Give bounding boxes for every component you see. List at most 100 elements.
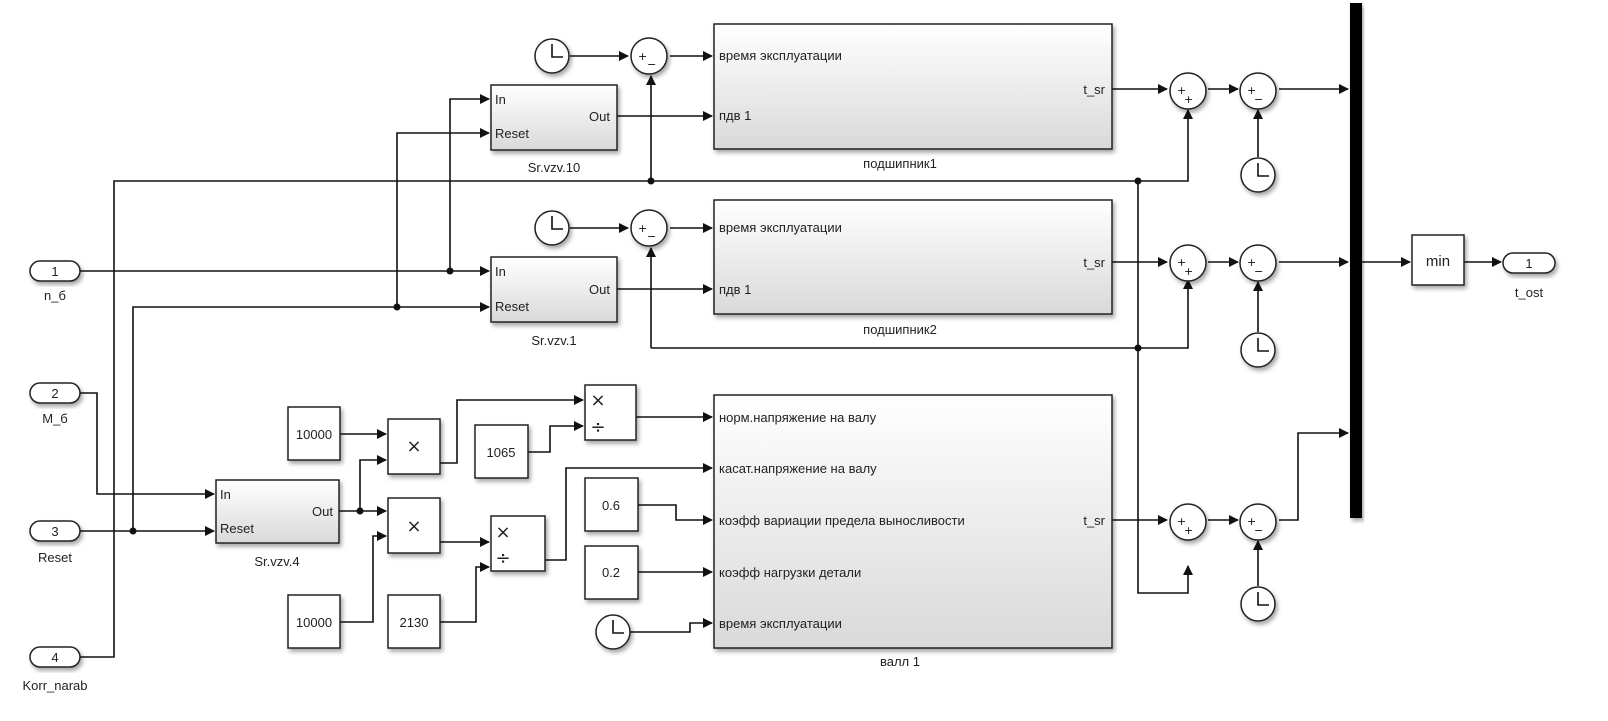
sum-sign: + [1247,515,1256,528]
subsystem-name: валл 1 [880,654,920,669]
subsystem-name: подшипник1 [863,156,937,171]
multiply-icon: × [495,522,510,543]
inport-2-name: M_б [42,411,68,426]
sum-time-2[interactable]: + − [630,209,668,247]
wire-c4-to-div2[interactable] [440,562,490,623]
min-label: min [1426,253,1450,270]
subsystem-bearing-2[interactable]: время эксплуатации пдв 1 t_sr подшипник2 [713,199,1113,337]
inport-4-number: 4 [51,650,58,665]
wire-clock-to-v[interactable] [630,618,713,633]
sum-sign: + [1177,256,1186,269]
sum-sign: − [647,230,656,243]
inport-4[interactable]: 4 Korr_narab [22,646,88,693]
clock-r1[interactable] [1240,157,1276,193]
subsystem-name: подшипник2 [863,322,937,337]
block-name: Sr.vzv.1 [531,333,576,348]
junction-dot [356,507,364,515]
mux-bar[interactable] [1350,3,1362,518]
port-label: пдв 1 [719,108,751,123]
sum-time-1[interactable]: + − [630,37,668,75]
clock-icon [1257,163,1269,177]
clock-2[interactable] [534,210,570,246]
constant-10000-b[interactable]: 10000 [287,594,341,649]
clock-r2[interactable] [1240,332,1276,368]
port-label: норм.напряжение на валу [719,410,877,425]
sum-add-3[interactable]: + + [1169,503,1207,541]
sum-add-2[interactable]: + + [1169,244,1207,282]
constant-10000-a[interactable]: 10000 [287,406,341,461]
divide-2[interactable]: × ÷ [490,515,546,572]
constant-0-2[interactable]: 0.2 [584,545,639,600]
product-1[interactable]: × [387,418,441,475]
clock-1[interactable] [534,38,570,74]
junction-dot [1134,177,1142,185]
clock-icon [1257,338,1269,352]
port-label-out: Out [589,282,610,297]
constant-0-6[interactable]: 0.6 [584,477,639,532]
outport-1[interactable]: 1 t_ost [1502,252,1556,300]
block-srvzv4[interactable]: In Reset Out Sr.vzv.4 [215,479,340,569]
wire-prod1-to-div1[interactable] [440,395,584,464]
min-block[interactable]: min [1411,234,1465,286]
junction-dot [647,177,655,185]
constant-value: 2130 [400,615,429,630]
inport-1-name: n_б [44,288,66,303]
port-label-out: t_sr [1083,255,1105,270]
sum-sign: + [1184,93,1193,106]
clock-icon [612,620,624,634]
port-label-out: t_sr [1083,513,1105,528]
clock-icon [1257,592,1269,606]
sum-sign: − [1254,524,1263,537]
inport-2[interactable]: 2 M_б [29,382,81,426]
clock-r3[interactable] [1240,586,1276,622]
wire-srvzv4-branch[interactable] [359,455,387,511]
wire-m-to-srvzv4[interactable] [80,392,215,499]
wire-reset-up[interactable] [132,302,490,531]
inport-1[interactable]: 1 n_б [29,260,81,303]
constant-value: 10000 [296,615,332,630]
constant-1065[interactable]: 1065 [474,424,529,479]
wire-sub3-to-mux[interactable] [1279,428,1349,521]
port-label-out: t_sr [1083,82,1105,97]
block-srvzv1[interactable]: In Reset Out Sr.vzv.1 [490,256,618,348]
product-2[interactable]: × [387,497,441,554]
divide-1[interactable]: × ÷ [584,384,637,441]
port-label-in: In [495,92,506,107]
wire-korr-to-sum2[interactable] [1138,279,1193,349]
sum-sub-3[interactable]: + − [1239,503,1277,541]
multiply-icon: × [590,390,605,411]
wire-div2-to-v[interactable] [545,463,713,561]
inport-3-name: Reset [38,550,72,565]
block-name: Sr.vzv.10 [528,160,581,175]
subsystem-shaft-1[interactable]: норм.напряжение на валу касат.напряжение… [713,394,1113,669]
wire-reset-srvzv10[interactable] [396,128,490,307]
port-label: коэфф вариации предела выносливости [719,513,965,528]
sum-sign: − [1254,265,1263,278]
junction-dot [1134,344,1142,352]
constant-2130[interactable]: 2130 [387,594,441,649]
constant-value: 0.6 [602,498,620,513]
port-label: время эксплуатации [719,220,842,235]
port-label: касат.напряжение на валу [719,461,877,476]
wire-c2-to-prod2[interactable] [340,531,387,623]
wire-c5-to-v[interactable] [638,504,713,525]
inport-1-number: 1 [51,264,58,279]
block-srvzv10[interactable]: In Reset Out Sr.vzv.10 [490,84,618,175]
inport-3[interactable]: 3 Reset [29,520,81,565]
sum-sub-1[interactable]: + − [1239,72,1277,110]
clock-lower[interactable] [595,614,631,650]
port-label-reset: Reset [495,299,529,314]
sum-sign: + [1184,265,1193,278]
sum-sign: + [638,50,647,63]
sum-sub-2[interactable]: + − [1239,244,1277,282]
multiply-icon: × [406,516,421,537]
wire-c3-to-div1[interactable] [528,421,584,453]
junction-dot [393,303,401,311]
sum-add-1[interactable]: + + [1169,72,1207,110]
subsystem-bearing-1[interactable]: время эксплуатации пдв 1 t_sr подшипник1 [713,23,1113,171]
sum-sign: + [638,222,647,235]
port-label-out: Out [312,504,333,519]
divide-icon: ÷ [495,548,510,569]
wire-korr-to-sum1[interactable] [1138,109,1193,182]
wire-n-to-srvzv10[interactable] [449,94,490,271]
